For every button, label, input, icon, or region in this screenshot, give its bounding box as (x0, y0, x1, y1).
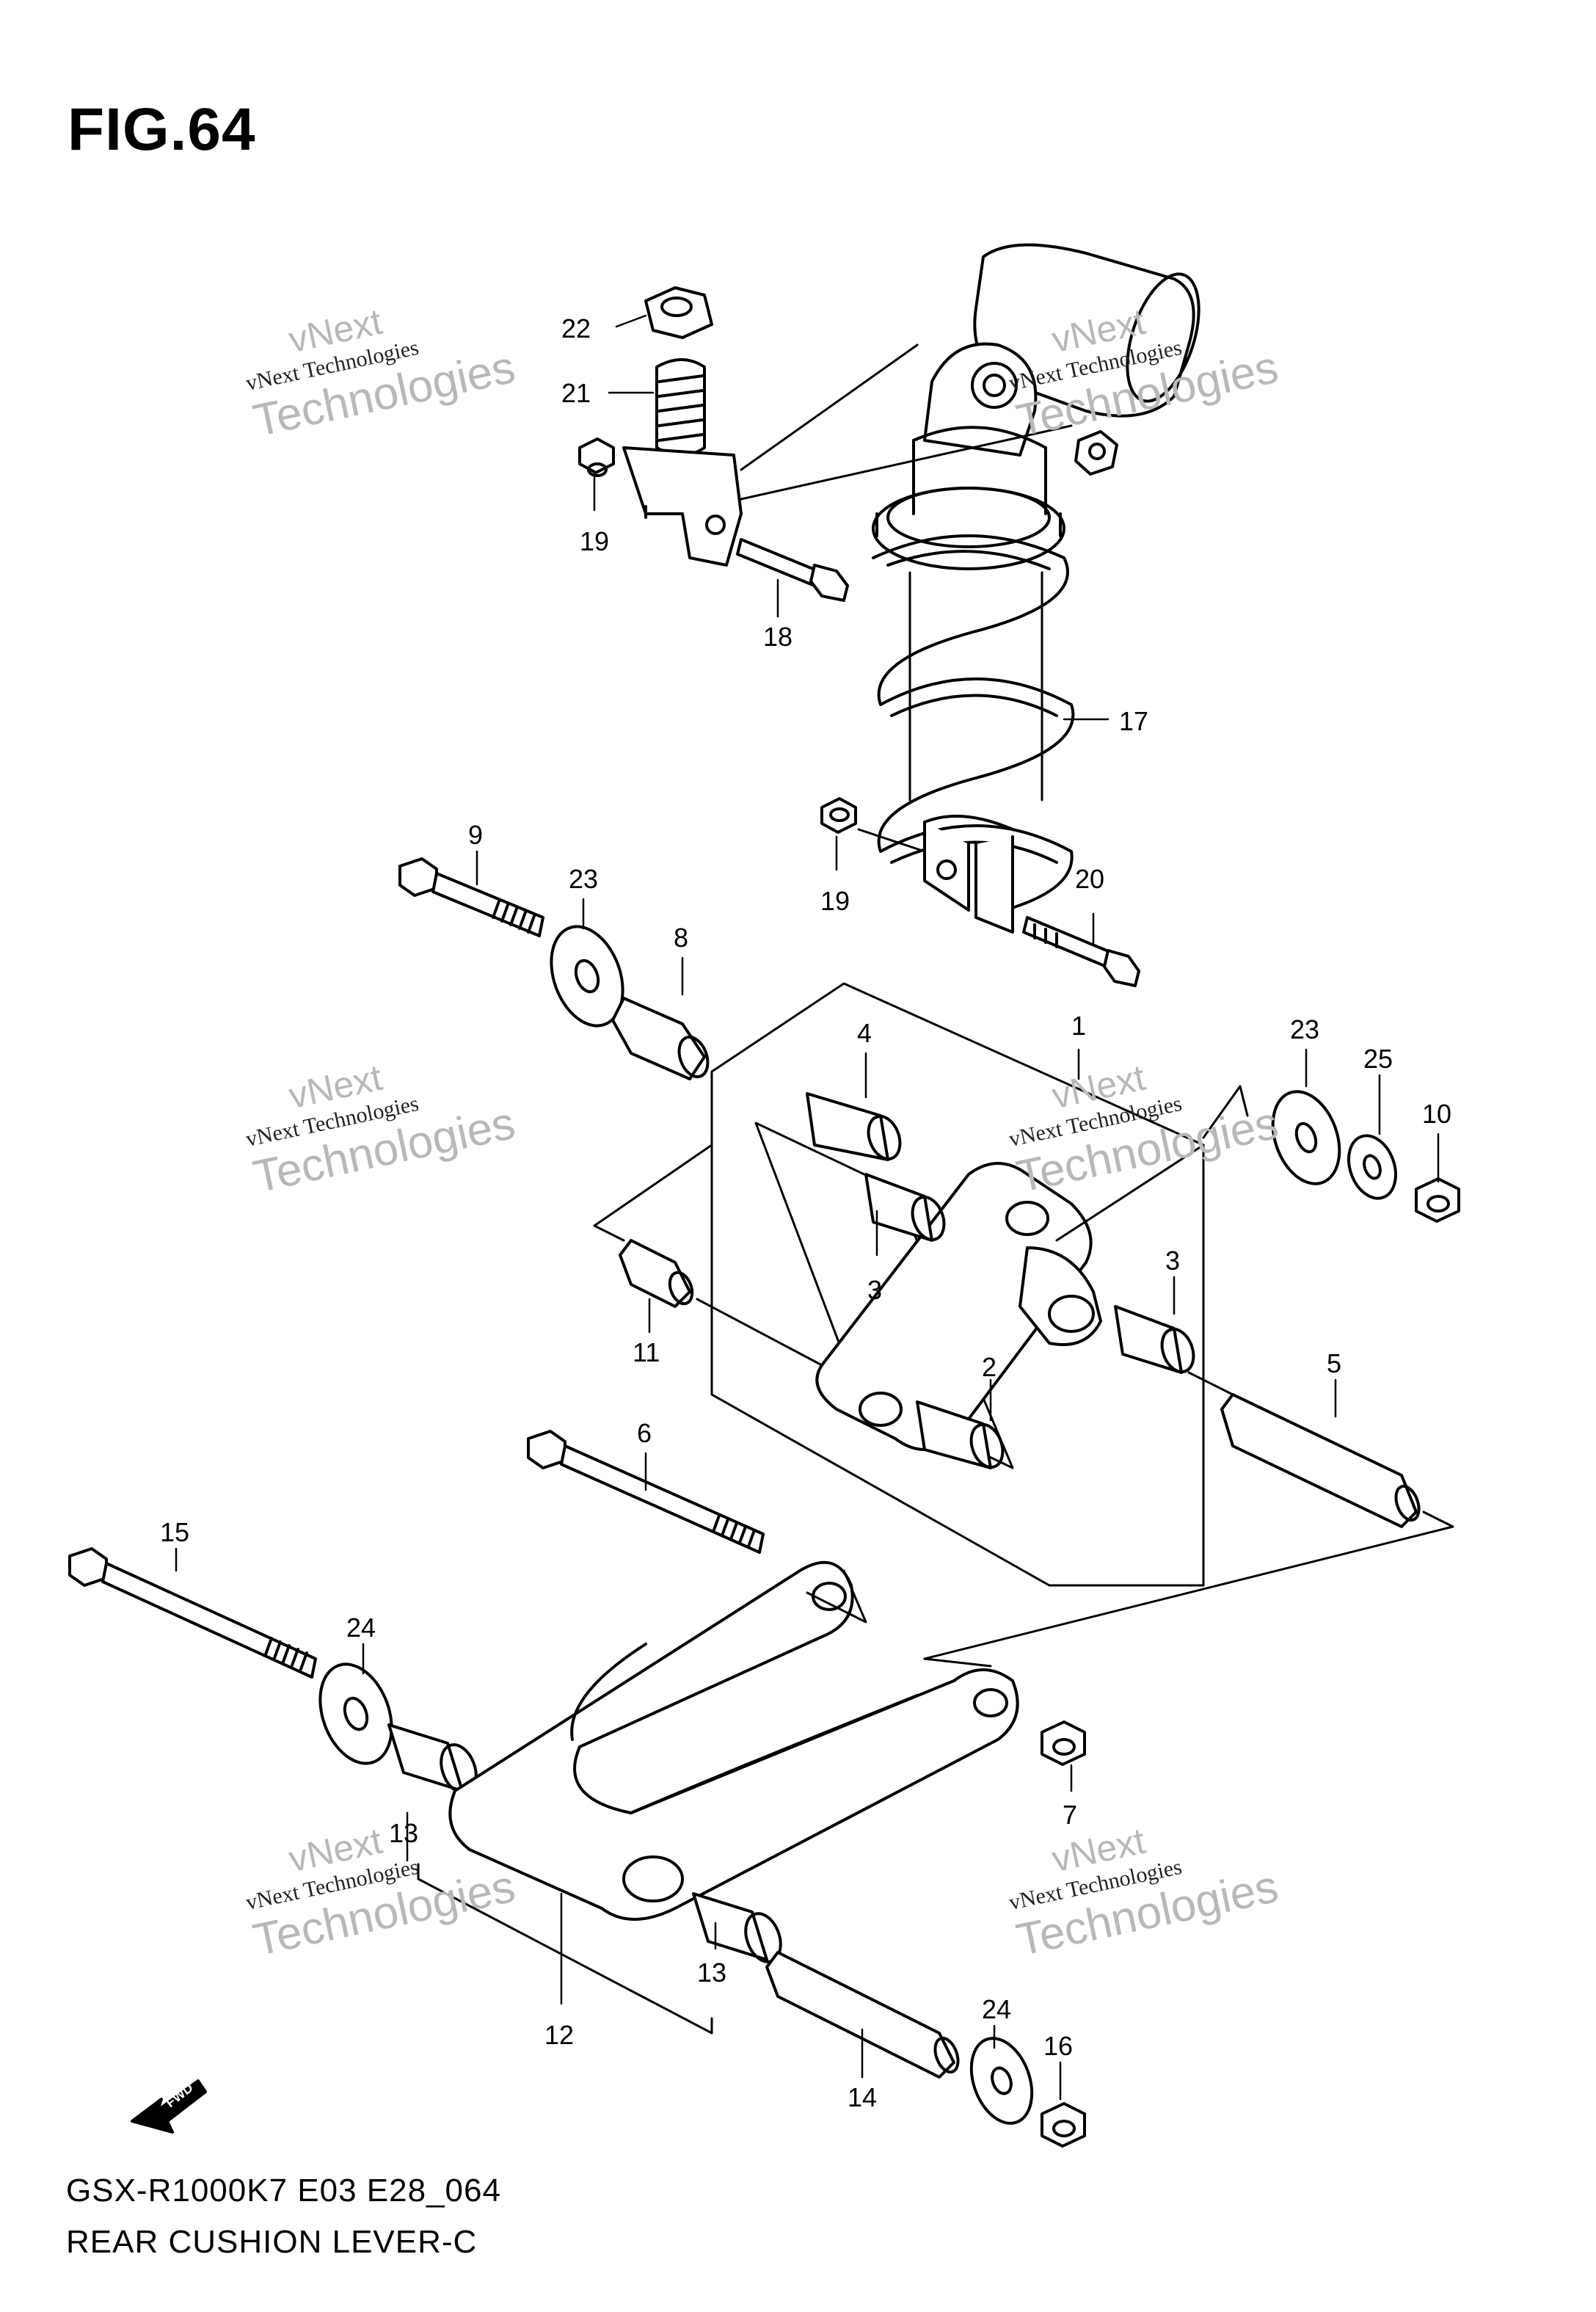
callout-10: 10 (1422, 1099, 1451, 1129)
callout-2: 2 (982, 1352, 996, 1382)
cushion-rod-12 (448, 1560, 1019, 1921)
callout-22: 22 (561, 313, 591, 343)
callout-3-upper: 3 (867, 1275, 882, 1305)
callout-19-upper: 19 (580, 526, 609, 556)
forward-arrow-icon (131, 2079, 207, 2134)
callout-7: 7 (1063, 1800, 1077, 1830)
callout-15: 15 (160, 1517, 189, 1547)
upper-leader-lines (740, 343, 1073, 501)
bearing-13-lower (692, 1892, 782, 1963)
spacer-11-leader (696, 1298, 823, 1367)
bearing-3-right (1114, 1305, 1195, 1374)
section-name: REAR CUSHION LEVER-C (66, 2224, 478, 2260)
callout-14: 14 (848, 2082, 877, 2112)
lower-leader-line (857, 828, 926, 853)
callout-8: 8 (674, 923, 688, 953)
callout-6: 6 (637, 1418, 652, 1448)
callout-numbers: 22 21 19 18 17 9 23 19 20 8 1 4 23 25 10… (160, 313, 1451, 2112)
nut-10 (1415, 1177, 1460, 1223)
callout-25: 25 (1363, 1044, 1393, 1074)
washer-24-right (969, 2037, 1034, 2125)
nut-19-upper (578, 437, 615, 477)
nut-16 (1041, 2102, 1086, 2148)
washer-25 (1347, 1134, 1397, 1200)
callout-12: 12 (544, 2020, 574, 2050)
lever-assembly-box (710, 982, 1205, 1587)
spacer-8 (611, 997, 710, 1080)
nut-19-lower (820, 797, 857, 834)
lever-leader-lines (593, 1085, 1249, 1242)
callout-24-left: 24 (346, 1613, 376, 1643)
bolt-18 (736, 538, 849, 602)
callout-16: 16 (1043, 2031, 1073, 2061)
bearing-3-upper (864, 1173, 946, 1242)
callout-1: 1 (1071, 1011, 1086, 1041)
callout-19-lower: 19 (820, 886, 850, 916)
shaft-5 (1220, 1393, 1421, 1528)
spacer-11 (619, 1239, 694, 1308)
callout-leaders (175, 314, 1440, 2101)
bolt-6 (527, 1430, 765, 1554)
callout-17: 17 (1119, 706, 1148, 736)
bearing-2 (916, 1400, 1005, 1469)
model-code: GSX-R1000K7 E03 E28_064 (66, 2173, 501, 2209)
bolt-20 (1022, 916, 1140, 987)
shaft-14 (765, 1951, 960, 2079)
callout-9: 9 (468, 820, 483, 850)
bearing-4 (806, 1092, 902, 1161)
bolt-9 (398, 857, 544, 937)
upper-shock-bracket (622, 358, 743, 567)
callout-18: 18 (763, 622, 792, 652)
callout-20: 20 (1075, 864, 1104, 894)
callout-4: 4 (857, 1018, 872, 1048)
callout-3-right: 3 (1165, 1246, 1180, 1276)
callout-11: 11 (633, 1337, 660, 1367)
washer-23-right (1271, 1090, 1341, 1185)
shaft-5-leader (923, 1371, 1454, 1660)
bolt-15 (68, 1547, 317, 1679)
nut-7 (1041, 1720, 1086, 1766)
callout-21: 21 (561, 378, 591, 408)
rear-shock-absorber (872, 243, 1200, 934)
rod-leader-lines (417, 1569, 992, 2035)
callout-23-left: 23 (569, 864, 598, 894)
flange-nut-22 (644, 286, 713, 339)
callout-13-lower: 13 (697, 1957, 726, 1988)
figure-title: FIG.64 (68, 96, 256, 163)
washer-23-left (550, 925, 624, 1028)
callout-24-right: 24 (982, 1994, 1011, 2024)
lever-inner-box (754, 1122, 1014, 1469)
callout-23-right: 23 (1290, 1014, 1319, 1044)
callout-13-upper: 13 (389, 1818, 418, 1848)
washer-24-left (318, 1662, 393, 1765)
cushion-lever (815, 1162, 1102, 1451)
callout-5: 5 (1327, 1348, 1341, 1378)
